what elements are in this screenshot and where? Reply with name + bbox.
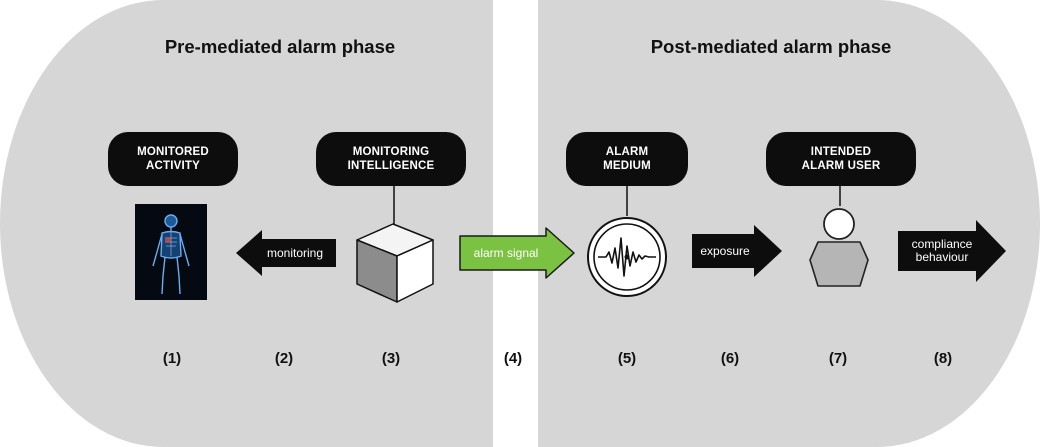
step-number-2: (2): [274, 350, 294, 367]
step-number-8: (8): [933, 350, 953, 367]
intended-alarm-user-line2: ALARM USER: [801, 160, 881, 172]
pre-mediated-phase-background: [0, 0, 493, 447]
cube-icon: [356, 223, 434, 303]
human-body-xray-icon: [135, 204, 207, 300]
exposure-arrow-icon: [692, 225, 782, 277]
compliance-behaviour-arrow-icon: [898, 220, 1006, 282]
alarm-medium-line1: ALARM: [605, 146, 649, 158]
alarm-waveform-icon: [587, 217, 667, 297]
alarm-signal-arrow-icon: [459, 227, 575, 279]
monitored-activity-line2: ACTIVITY: [146, 160, 200, 172]
compliance-behaviour-arrow-label: compliance behaviour: [900, 234, 984, 268]
monitored-activity-label: MONITORED ACTIVITY: [108, 132, 238, 186]
connector-line-intelligence: [393, 186, 395, 224]
monitoring-intelligence-line2: INTELLIGENCE: [347, 160, 435, 172]
step-number-6: (6): [720, 350, 740, 367]
alarm-signal-arrow-label: alarm signal: [473, 245, 539, 260]
step-number-3: (3): [381, 350, 401, 367]
connector-line-alarm-medium: [626, 186, 628, 216]
monitoring-arrow-icon: [236, 230, 336, 276]
compliance-behaviour-line1: compliance: [911, 237, 973, 251]
monitoring-intelligence-label: MONITORING INTELLIGENCE: [316, 132, 466, 186]
step-number-4: (4): [503, 350, 523, 367]
step-number-7: (7): [828, 350, 848, 367]
monitored-activity-line1: MONITORED: [137, 146, 209, 158]
exposure-arrow-label: exposure: [700, 243, 750, 258]
intended-alarm-user-line1: INTENDED: [810, 146, 872, 158]
intended-alarm-user-label: INTENDED ALARM USER: [766, 132, 916, 186]
compliance-behaviour-line2: behaviour: [915, 250, 969, 264]
step-number-1: (1): [162, 350, 182, 367]
post-mediated-phase-title: Post-mediated alarm phase: [650, 36, 892, 57]
alarm-medium-line2: MEDIUM: [603, 160, 651, 172]
person-icon: [809, 208, 869, 287]
pre-mediated-phase-title: Pre-mediated alarm phase: [164, 36, 396, 57]
monitoring-intelligence-line1: MONITORING: [352, 146, 430, 158]
alarm-medium-label: ALARM MEDIUM: [566, 132, 688, 186]
step-number-5: (5): [617, 350, 637, 367]
monitoring-arrow-label: monitoring: [266, 245, 324, 260]
connector-line-user: [839, 186, 841, 206]
